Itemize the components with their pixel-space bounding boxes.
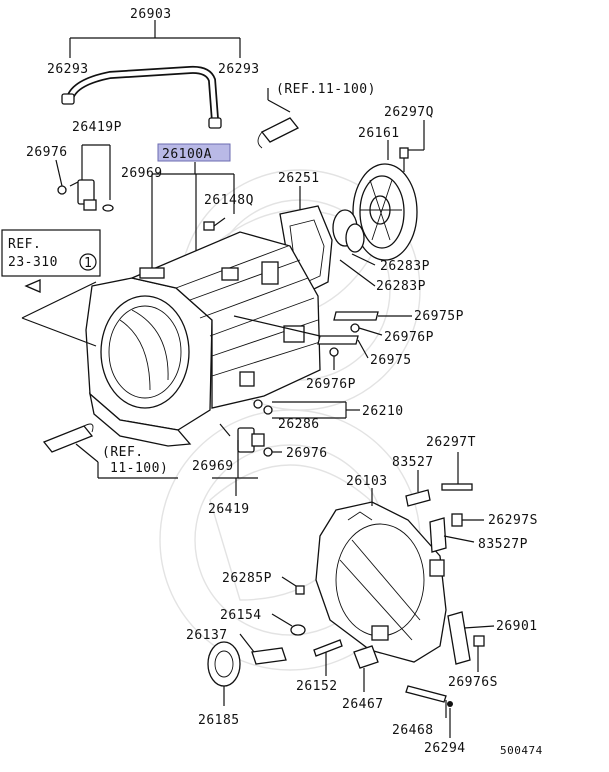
label-26103: 26103	[346, 474, 388, 489]
label-26293-left: 26293	[47, 62, 89, 77]
label-26297Q: 26297Q	[384, 105, 434, 120]
label-ref-top: (REF.11-100)	[276, 82, 376, 97]
label-26903: 26903	[130, 7, 172, 22]
label-26148Q: 26148Q	[204, 193, 254, 208]
ref-bottom-line2: 11-100)	[110, 461, 168, 476]
label-83527: 83527	[392, 455, 434, 470]
label-26251: 26251	[278, 171, 320, 186]
label-26969-bottom: 26969	[192, 459, 234, 474]
ref-left-line2: 23-310	[8, 255, 58, 270]
ref-left-circle	[79, 253, 97, 271]
label-26210: 26210	[362, 404, 404, 419]
label-26161: 26161	[358, 126, 400, 141]
label-26975: 26975	[370, 353, 412, 368]
ref-tag-top	[257, 88, 300, 149]
ref-bottom-line1: (REF.	[102, 445, 144, 460]
label-26185: 26185	[198, 713, 240, 728]
label-26976-mid: 26976	[286, 446, 328, 461]
ref-box-left	[1, 229, 101, 347]
label-26152: 26152	[296, 679, 338, 694]
label-26283P-b: 26283P	[376, 279, 426, 294]
label-26976-top: 26976	[26, 145, 68, 160]
label-26294: 26294	[424, 741, 466, 756]
sensor-26419P	[55, 144, 114, 212]
plug-26148Q	[203, 217, 226, 231]
extension-housing	[315, 488, 447, 663]
label-26283P-a: 26283P	[380, 259, 430, 274]
label-26975P: 26975P	[414, 309, 464, 324]
small-parts-lower	[207, 576, 453, 738]
transmission-case-main	[85, 231, 321, 447]
label-26297S: 26297S	[488, 513, 538, 528]
diagram-id: 500474	[500, 744, 543, 757]
label-26100A[interactable]: 26100A	[162, 147, 212, 162]
ref-left-circle-num: 1	[84, 256, 92, 271]
label-26297T: 26297T	[426, 435, 476, 450]
ref-tag-bottom	[42, 423, 178, 479]
label-26419P: 26419P	[72, 120, 122, 135]
highlight-26100A	[157, 143, 231, 162]
label-26293-right: 26293	[218, 62, 260, 77]
label-26976P-b: 26976P	[306, 377, 356, 392]
label-26137: 26137	[186, 628, 228, 643]
label-26976P-a: 26976P	[384, 330, 434, 345]
label-26285P: 26285P	[222, 571, 272, 586]
label-26154: 26154	[220, 608, 262, 623]
plates-26975	[233, 311, 412, 370]
label-26901: 26901	[496, 619, 538, 634]
label-26976S: 26976S	[448, 675, 498, 690]
fittings-26210	[253, 399, 360, 419]
hose-assembly	[61, 20, 241, 129]
label-83527P: 83527P	[478, 537, 528, 552]
label-26969-top: 26969	[121, 166, 163, 181]
brackets-rear	[405, 452, 495, 672]
label-26467: 26467	[342, 697, 384, 712]
ref-left-line1: REF.	[8, 237, 41, 252]
label-26419: 26419	[208, 502, 250, 517]
seals-26283P	[332, 209, 376, 287]
label-26468: 26468	[392, 723, 434, 738]
sensor-26419	[212, 423, 282, 496]
cover-26161	[352, 120, 425, 261]
label-26286: 26286	[278, 417, 320, 432]
